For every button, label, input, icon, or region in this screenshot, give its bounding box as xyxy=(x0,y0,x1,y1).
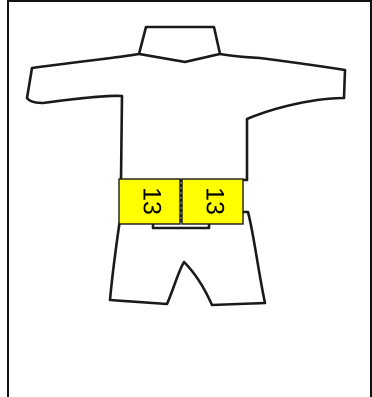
jacket-outline xyxy=(27,54,345,180)
label-left-number: 13 xyxy=(137,187,165,215)
label-right-number: 13 xyxy=(200,187,228,215)
